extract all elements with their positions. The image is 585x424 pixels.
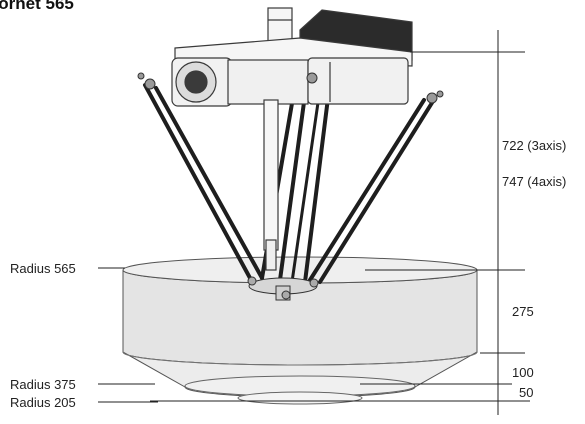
dimension-lines <box>98 30 530 415</box>
effector-ball-left <box>247 276 257 286</box>
end-effector <box>247 276 319 301</box>
arm-center-b <box>278 78 309 282</box>
work-envelope <box>122 256 478 405</box>
label-height-4axis: 747 (4axis) <box>502 174 567 189</box>
arm-right-inner <box>308 98 426 282</box>
arm-center-c <box>303 80 332 284</box>
label-dim-50: 50 <box>519 385 534 400</box>
robot-center-block <box>227 59 309 105</box>
robot-telescopic-shaft <box>263 99 279 251</box>
label-dim-275: 275 <box>512 304 534 319</box>
robot-base <box>171 7 413 271</box>
robot-right-motor <box>307 57 409 105</box>
robot-joints <box>137 72 444 104</box>
arm-left-outer <box>143 83 252 280</box>
joint-left-shoulder <box>144 78 156 90</box>
label-radius-375: Radius 375 <box>10 377 76 392</box>
joint-left-elbow-a <box>137 72 145 80</box>
label-dim-100: 100 <box>512 365 534 380</box>
arm-right-outer <box>318 96 437 284</box>
joint-right-shoulder <box>426 92 438 104</box>
joint-right-elbow-a <box>436 90 444 98</box>
label-height-3axis: 722 (3axis) <box>502 138 567 153</box>
label-radius-565: Radius 565 <box>10 261 76 276</box>
label-radius-205: Radius 205 <box>10 395 76 410</box>
effector-ball-right <box>309 278 319 288</box>
robot-left-motor-hub <box>184 70 208 94</box>
arm-left-inner <box>154 86 264 280</box>
envelope-cone-front-edge <box>122 351 478 366</box>
diagram-title: Hornet 565 <box>0 0 74 13</box>
envelope-cone-ring-205 <box>237 391 363 405</box>
effector-ball-front <box>281 290 291 300</box>
joint-center-shoulder <box>306 72 318 84</box>
robot-arms <box>143 78 437 284</box>
robot-shaft-lower <box>265 239 277 271</box>
arm-center-d <box>290 80 323 284</box>
